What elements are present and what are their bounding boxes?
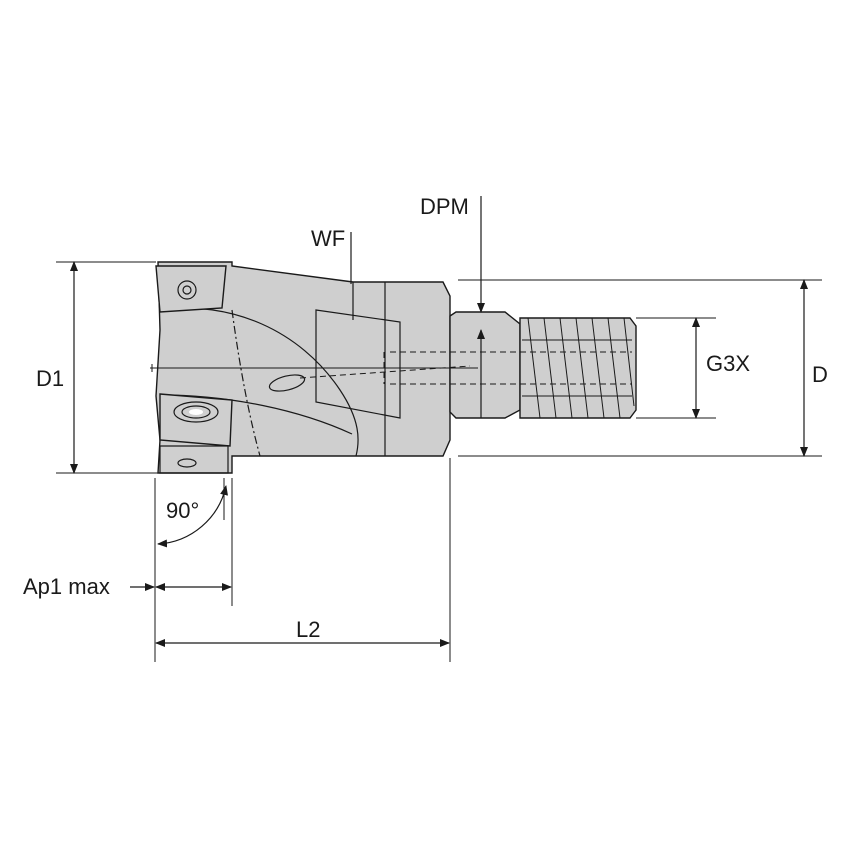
label-l2: L2: [296, 617, 320, 642]
bottom-insert: [159, 393, 233, 474]
dimension-ap1: Ap1 max: [23, 574, 232, 599]
hidden-lines: [150, 351, 632, 385]
label-d: D: [812, 362, 828, 387]
dimension-dpm: DPM: [420, 194, 485, 418]
dimension-angle: 90°: [154, 478, 233, 662]
dimension-l2: L2: [155, 458, 451, 662]
label-ap1: Ap1 max: [23, 574, 110, 599]
label-g3x: G3X: [706, 351, 750, 376]
label-wf: WF: [311, 226, 345, 251]
shank: [449, 311, 637, 419]
dimension-d1: D1: [36, 261, 158, 474]
top-insert: [155, 265, 227, 313]
label-dpm: DPM: [420, 194, 469, 219]
label-angle: 90°: [166, 498, 199, 523]
dimension-g3x: G3X: [636, 317, 750, 419]
label-d1: D1: [36, 366, 64, 391]
dimension-d: D: [458, 279, 828, 457]
dimension-wf: WF: [311, 226, 352, 284]
